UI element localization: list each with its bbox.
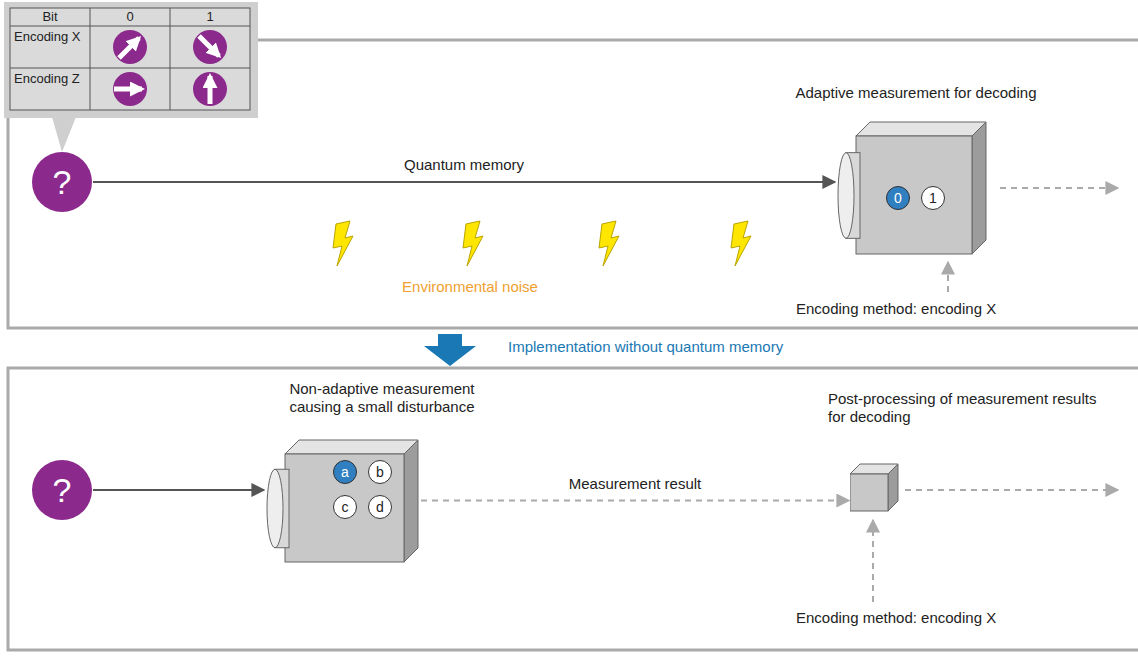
connector-arrow bbox=[93, 489, 264, 491]
connector-arrow bbox=[93, 181, 835, 183]
outcome-letter: 0 bbox=[894, 191, 902, 205]
table-cell: 0 bbox=[92, 10, 168, 24]
device-heading: Adaptive measurement for decoding bbox=[786, 84, 1046, 102]
outcome-button: a bbox=[333, 460, 357, 484]
outcome-letter: d bbox=[376, 500, 384, 514]
polarization-symbols bbox=[113, 30, 227, 106]
device-body bbox=[850, 462, 900, 512]
device-heading: Non-adaptive measurement causing a small… bbox=[267, 380, 497, 416]
processing-cube: Post-processing of measurement results f… bbox=[850, 462, 900, 512]
outcome-button: 0 bbox=[886, 186, 910, 210]
measurement-device: Non-adaptive measurement causing a small… bbox=[265, 438, 420, 563]
table-grid bbox=[10, 8, 250, 110]
outcome-button: b bbox=[368, 460, 392, 484]
panel-border bbox=[8, 368, 1138, 650]
device-heading: Post-processing of measurement results f… bbox=[828, 390, 1113, 426]
unknown-mark: ? bbox=[53, 473, 72, 507]
device-body bbox=[836, 120, 988, 255]
unknown-mark: ? bbox=[53, 165, 72, 199]
outcome-letter: b bbox=[376, 465, 384, 479]
outcome-button: d bbox=[368, 495, 392, 519]
edge-label: Quantum memory bbox=[401, 156, 527, 174]
note-label: Encoding method: encoding X bbox=[796, 300, 1096, 318]
outcome-button: 1 bbox=[921, 186, 945, 210]
table-cell: 1 bbox=[172, 10, 248, 24]
callout-pointer bbox=[52, 117, 76, 152]
outcome-letter: 1 bbox=[929, 191, 937, 205]
note-label: Environmental noise bbox=[380, 278, 560, 296]
note-label: Encoding method: encoding X bbox=[796, 609, 1096, 627]
table-cell: Encoding Z bbox=[14, 72, 86, 86]
table-cell: Encoding X bbox=[14, 30, 86, 44]
table-backdrop bbox=[4, 2, 258, 118]
outcome-letter: c bbox=[342, 500, 349, 514]
dashed-connector bbox=[421, 500, 849, 502]
qubit-circle: ? bbox=[32, 460, 92, 520]
outcome-letter: a bbox=[341, 465, 349, 479]
outcome-button: c bbox=[333, 495, 357, 519]
qubit-circle: ? bbox=[32, 152, 92, 212]
edge-label: Measurement result bbox=[566, 475, 705, 493]
table-cell: Bit bbox=[12, 10, 88, 24]
down-arrow bbox=[424, 334, 476, 366]
lightning-bolts bbox=[333, 221, 751, 266]
table-frame bbox=[10, 8, 250, 110]
measurement-device: Adaptive measurement for decoding01 bbox=[836, 120, 988, 255]
note-label: Implementation without quantum memory bbox=[508, 338, 848, 356]
